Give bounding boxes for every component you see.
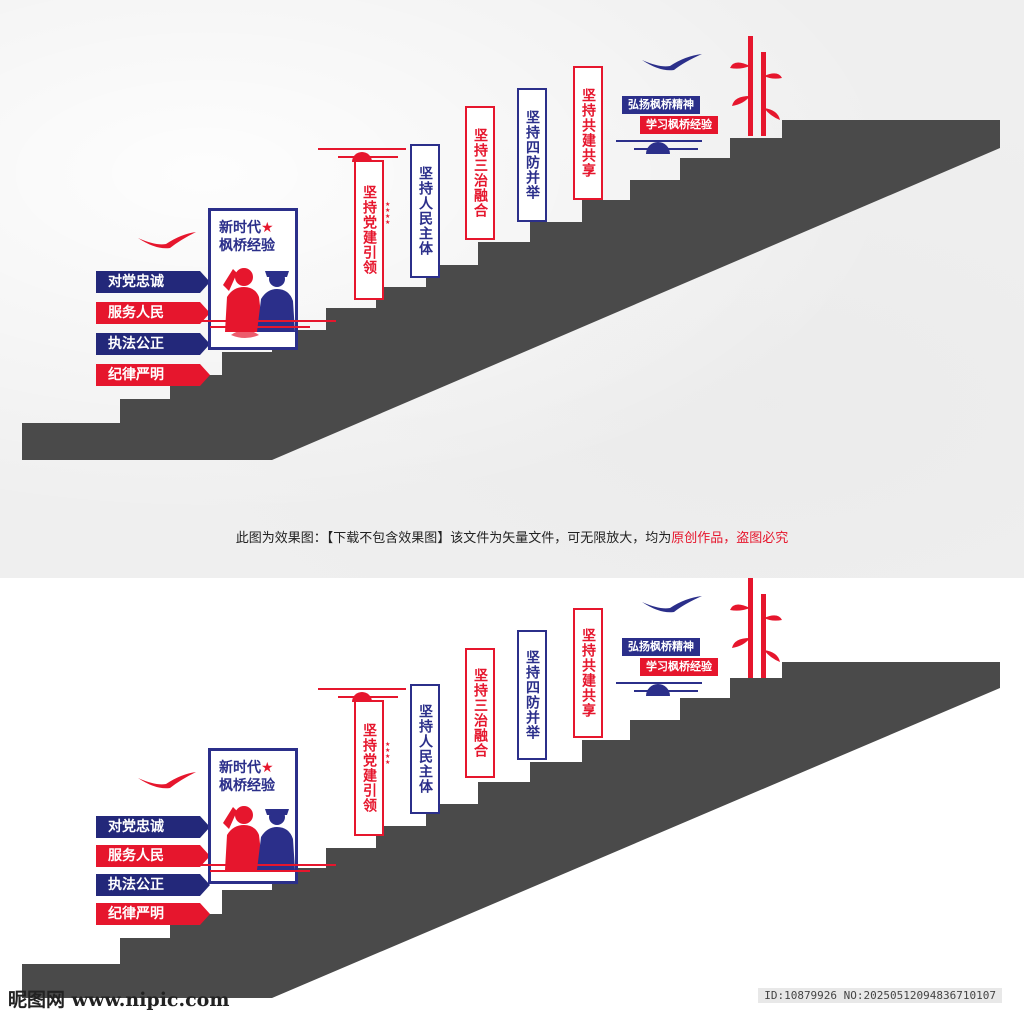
cloud-icon (318, 148, 406, 162)
tag-fair-law: 执法公正 (96, 333, 210, 355)
banner-four-defenses: 坚持四防并举 (517, 88, 547, 222)
banner-party-building: 坚持党建引领 ★★★★ (354, 700, 390, 836)
banner-three-governance: 坚持三治融合 (465, 106, 495, 240)
bird-icon (642, 54, 702, 71)
stars-decoration: ★★★★ (385, 201, 392, 226)
bird-icon (642, 596, 702, 613)
banner-four-defenses: 坚持四防并举 (517, 630, 547, 760)
police-silhouette-icon (223, 806, 295, 870)
watermark-logo: 昵图网 www.nipic.com (8, 989, 230, 1011)
tag-loyalty: 对党忠诚 (96, 271, 210, 293)
cloud-icon (616, 682, 702, 696)
banner-people-centered: 坚持人民主体 (410, 144, 440, 278)
bamboo-icon (730, 578, 782, 678)
police-silhouette-icon (223, 268, 295, 338)
ribbon-carry-forward: 弘扬枫桥精神 (622, 96, 700, 114)
tag-discipline: 纪律严明 (96, 364, 210, 386)
banner-party-building: 坚持党建引领 ★★★★ (354, 160, 390, 300)
effect-notice: 此图为效果图：【下载不包含效果图】该文件为矢量文件，可无限放大，均为原创作品，盗… (235, 531, 789, 546)
banner-people-centered: 坚持人民主体 (410, 684, 440, 814)
banner-three-governance: 坚持三治融合 (465, 648, 495, 778)
cloud-icon (318, 688, 406, 702)
fengqiao-board: 新时代★ 枫桥经验 (208, 208, 298, 350)
board-title: 新时代★ 枫桥经验 (219, 220, 275, 254)
staircase-bottom (22, 662, 1000, 998)
stars-decoration: ★★★★ (385, 741, 392, 766)
bird-icon (138, 232, 196, 249)
staircase-top (22, 120, 1000, 460)
tag-discipline: 纪律严明 (96, 903, 210, 925)
cloud-icon (616, 140, 702, 154)
bamboo-icon (730, 36, 782, 136)
watermark-id: ID:10879926 NO:20250512094836710107 (758, 988, 1002, 1003)
banner-co-build: 坚持共建共享 (573, 66, 603, 200)
bird-icon (138, 772, 196, 789)
cloud-line-decoration (200, 864, 336, 872)
cloud-line-decoration (200, 320, 336, 328)
fengqiao-board: 新时代★ 枫桥经验 (208, 748, 298, 884)
ribbon-carry-forward: 弘扬枫桥精神 (622, 638, 700, 656)
tag-serve-people: 服务人民 (96, 845, 210, 867)
tag-serve-people: 服务人民 (96, 302, 210, 324)
tag-loyalty: 对党忠诚 (96, 816, 210, 838)
board-title: 新时代★ 枫桥经验 (219, 760, 275, 794)
bottom-panel: 对党忠诚 服务人民 执法公正 纪律严明 新时代★ 枫桥经验 坚持党建引领 ★★★… (0, 578, 1024, 1024)
ribbon-learn: 学习枫桥经验 (640, 116, 718, 134)
ribbon-learn: 学习枫桥经验 (640, 658, 718, 676)
top-panel: 对党忠诚 服务人民 执法公正 纪律严明 新时代★ 枫桥经验 坚持党建引领 ★★★… (0, 0, 1024, 578)
tag-fair-law: 执法公正 (96, 874, 210, 896)
banner-co-build: 坚持共建共享 (573, 608, 603, 738)
